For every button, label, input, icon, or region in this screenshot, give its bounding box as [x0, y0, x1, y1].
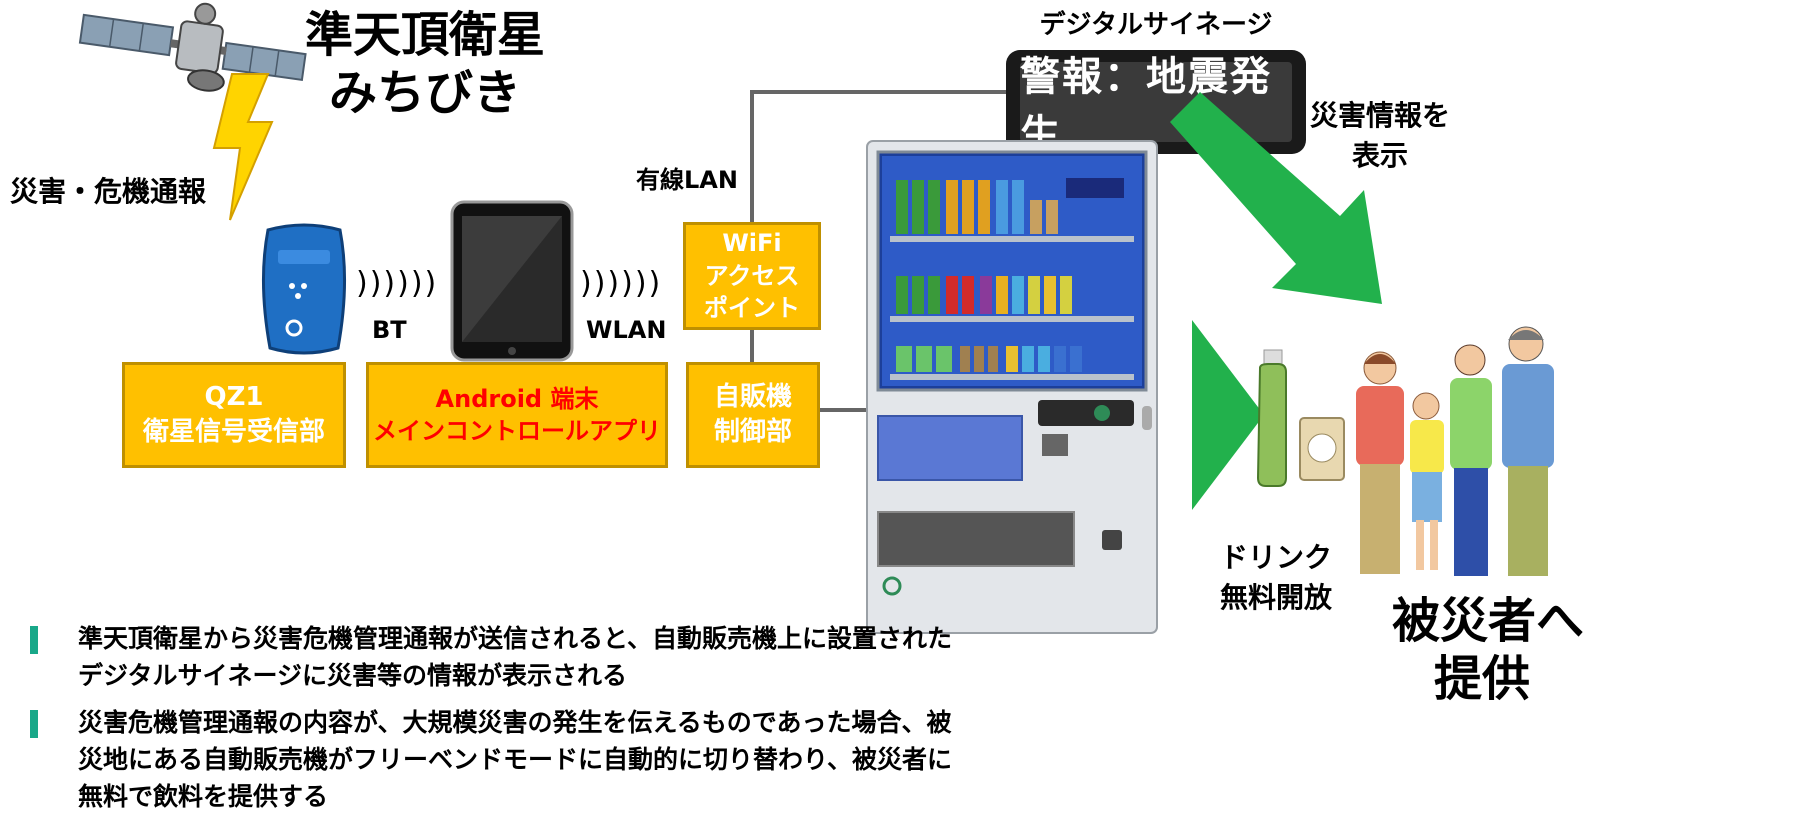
wifi-access-point-box: WiFi アクセス ポイント: [683, 222, 821, 330]
android-tablet-device: [450, 200, 574, 362]
wlan-label: WLAN: [586, 316, 667, 344]
drink-free-line1: ドリンク: [1219, 541, 1332, 574]
bullet-marker: [30, 710, 38, 738]
alert-label: 災害・危機通報: [10, 175, 207, 208]
drink-free-line2: 無料開放: [1219, 581, 1332, 614]
wired-lan-label: 有線LAN: [636, 166, 738, 194]
display-info-line1: 災害情報を: [1309, 99, 1450, 132]
digital-signage: 警報：地震発生: [1006, 50, 1306, 158]
satellite-illustration: [78, 2, 307, 92]
satellite-title-line2: みちびき: [328, 65, 521, 121]
signage-message: 警報：地震発生: [1020, 54, 1292, 158]
vending-box-line2: 制御部: [713, 417, 792, 447]
android-box-line1: Android 端末: [435, 384, 599, 413]
qz1-receiver-device: [261, 223, 347, 355]
victims-line2: 提供: [1433, 651, 1530, 707]
description-bullets: 準天頂衛星から災害危機管理通報が送信されると、自動販売機上に設置されたデジタルサ…: [30, 620, 970, 825]
wifi-box-line3: ポイント: [704, 294, 800, 323]
provide-arrow: [1192, 320, 1264, 510]
wifi-box-line2: アクセス: [704, 261, 800, 290]
bt-waves: )))))): [356, 266, 439, 301]
connection-lines: [750, 90, 1006, 412]
bullet-text: 準天頂衛星から災害危機管理通報が送信されると、自動販売機上に設置されたデジタルサ…: [78, 624, 953, 690]
display-info-arrow: [1170, 92, 1382, 304]
drink-free-label: ドリンク 無料開放: [1206, 538, 1346, 618]
qz1-receiver-box: QZ1 衛星信号受信部: [122, 362, 346, 468]
android-app-box: Android 端末 メインコントロールアプリ: [366, 362, 668, 468]
vending-box-line1: 自販機: [713, 381, 792, 412]
victims-line1: 被災者へ: [1392, 593, 1585, 649]
bt-label: BT: [372, 316, 407, 344]
vending-control-box: 自販機 制御部: [686, 362, 820, 468]
display-info-line2: 表示: [1351, 139, 1408, 172]
lightning-bolt-icon: [212, 73, 274, 221]
display-info-label: 災害情報を 表示: [1290, 96, 1470, 176]
drinks-illustration: [1256, 349, 1345, 487]
bullet-text: 災害危機管理通報の内容が、大規模災害の発生を伝えるものであった場合、被災地にある…: [78, 708, 953, 811]
vending-machine-illustration: [866, 140, 1158, 634]
bullet-marker: [30, 626, 38, 654]
family-illustration: [1356, 326, 1554, 576]
bullet-item: 準天頂衛星から災害危機管理通報が送信されると、自動販売機上に設置されたデジタルサ…: [30, 620, 970, 694]
victims-label: 被災者へ 提供: [1392, 592, 1585, 708]
wifi-box-line1: WiFi: [722, 229, 782, 258]
qz1-box-line2: 衛星信号受信部: [142, 417, 325, 447]
qz1-box-line1: QZ1: [204, 381, 264, 412]
signage-title: デジタルサイネージ: [1039, 10, 1273, 40]
android-box-line2: メインコントロールアプリ: [373, 417, 661, 445]
wlan-waves: )))))): [580, 266, 663, 301]
satellite-title: 準天頂衛星 みちびき: [300, 6, 550, 122]
bullet-item: 災害危機管理通報の内容が、大規模災害の発生を伝えるものであった場合、被災地にある…: [30, 704, 970, 815]
satellite-title-line1: 準天頂衛星: [304, 7, 545, 63]
